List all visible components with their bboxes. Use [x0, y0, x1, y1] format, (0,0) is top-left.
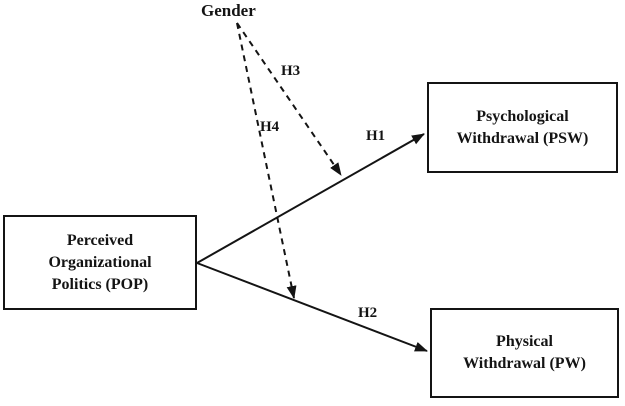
h4-label: H4	[260, 119, 280, 135]
h1-label: H1	[366, 128, 386, 144]
node-pop-text-line: Organizational	[48, 253, 152, 271]
node-psw: Psychological Withdrawal (PSW)	[427, 82, 618, 173]
node-pw-text-line: Physical	[496, 333, 553, 350]
node-pop-text-line: Perceived	[66, 231, 134, 249]
node-psw-text-line: Psychological	[476, 107, 569, 125]
node-pw: Physical Withdrawal (PW)	[430, 308, 619, 398]
node-psw-text-line: Withdrawal (PSW)	[456, 129, 589, 147]
h2-arrow	[196, 262, 428, 352]
h3-label: H3	[281, 63, 301, 79]
node-pw-text-line: Withdrawal (PW)	[463, 355, 586, 372]
h1-arrow	[196, 133, 425, 264]
h2-label: H2	[358, 305, 378, 321]
moderator-label-gender: Gender	[201, 1, 256, 20]
node-pop: Perceived Organizational Politics (POP)	[3, 215, 197, 310]
h4-moderation-arrow	[236, 22, 297, 299]
h3-moderation-arrow	[236, 22, 342, 176]
node-pop-text-line: Politics (POP)	[51, 275, 149, 293]
